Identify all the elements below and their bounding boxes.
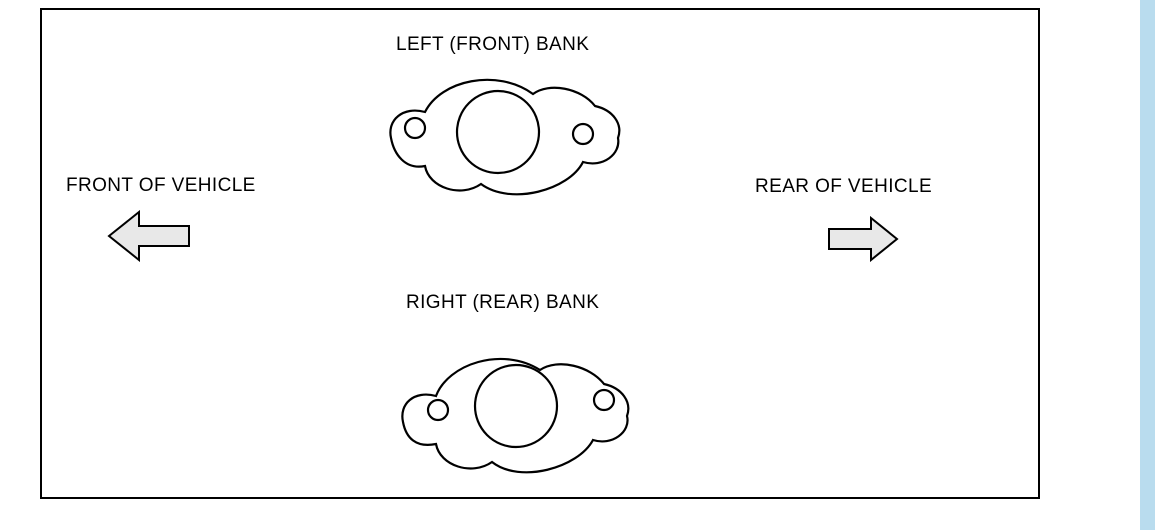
- gasket-left-front-bank-drawing: [389, 78, 621, 196]
- rear-of-vehicle-label: REAR OF VEHICLE: [755, 176, 933, 197]
- rear-direction-arrow-icon: [827, 216, 899, 262]
- gasket-right-rear-bank: [398, 338, 634, 490]
- page-side-strip: [1140, 0, 1155, 530]
- gasket-bolt-hole-left: [403, 116, 427, 140]
- gasket-bolt-hole-right: [592, 388, 616, 412]
- left-arrow-shape: [107, 210, 190, 262]
- right-arrow-shape: [828, 216, 899, 262]
- front-of-vehicle-label: FRONT OF VEHICLE: [66, 175, 256, 196]
- gasket-left-front-bank: [385, 58, 625, 214]
- gasket-port-hole: [473, 363, 559, 449]
- right-arrow-icon: [828, 216, 899, 262]
- gasket-port-hole: [455, 89, 541, 175]
- left-arrow-icon: [107, 210, 190, 262]
- gasket-right-rear-bank-drawing: [401, 357, 630, 474]
- right-rear-bank-label: RIGHT (REAR) BANK: [406, 292, 600, 313]
- left-front-bank-label: LEFT (FRONT) BANK: [396, 34, 590, 55]
- gasket-outline: [401, 357, 630, 474]
- front-direction-arrow-icon: [107, 210, 191, 262]
- gasket-outline: [389, 78, 621, 196]
- gasket-bolt-hole-right: [571, 122, 595, 146]
- gasket-bolt-hole-left: [426, 398, 450, 422]
